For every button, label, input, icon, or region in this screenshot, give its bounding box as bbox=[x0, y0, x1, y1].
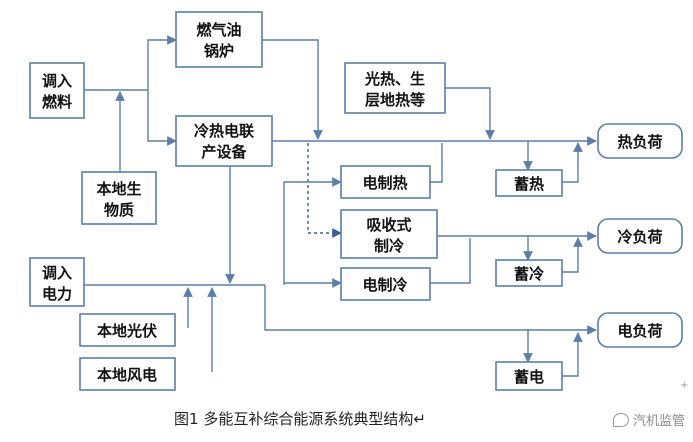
node-electric-heating: 电制热 bbox=[340, 165, 431, 199]
wire-solar-heat bbox=[445, 87, 495, 140]
node-heat-storage: 蓄热 bbox=[495, 169, 563, 197]
wire-boiler-heat bbox=[262, 39, 323, 140]
wire-fuel-boiler bbox=[147, 35, 177, 90]
watermark: 汽机监管 bbox=[612, 410, 685, 429]
wire-elec-store-out bbox=[562, 332, 583, 377]
node-local-wind: 本地风电 bbox=[79, 357, 176, 391]
wire-fuel-cchp bbox=[147, 90, 177, 146]
wire-cool-store-out bbox=[562, 237, 583, 273]
node-label: 产设备 bbox=[201, 143, 247, 161]
node-cchp: 冷热电联 产设备 bbox=[175, 115, 273, 167]
node-label: 冷热电联 bbox=[194, 122, 255, 140]
node-label: 吸收式 bbox=[366, 216, 411, 234]
wire-power-elecheat bbox=[283, 177, 342, 285]
wire-power-elecload bbox=[264, 285, 597, 335]
node-label: 制冷 bbox=[374, 237, 404, 255]
node-elec-load: 电负荷 bbox=[597, 312, 683, 348]
node-label: 调入 bbox=[42, 264, 72, 282]
node-label: 电力 bbox=[42, 285, 72, 303]
node-boiler: 燃气油 锅炉 bbox=[175, 11, 263, 68]
node-label: 蓄冷 bbox=[514, 265, 544, 283]
node-fuel-in: 调入 燃料 bbox=[29, 62, 85, 119]
wire-cchp-absorption bbox=[307, 143, 342, 238]
node-label: 电制热 bbox=[362, 174, 407, 192]
node-label: 调入 bbox=[42, 72, 72, 90]
node-power-in: 调入 电力 bbox=[29, 257, 85, 307]
return-mark: + bbox=[680, 380, 689, 391]
node-label: 电负荷 bbox=[617, 322, 662, 340]
node-solar-geothermal: 光热、生 层地热等 bbox=[344, 62, 446, 114]
node-label: 层地热等 bbox=[365, 91, 425, 109]
node-label: 燃料 bbox=[42, 93, 72, 111]
node-cool-storage: 蓄冷 bbox=[495, 259, 563, 287]
chat-bubble-icon bbox=[612, 412, 629, 427]
node-label: 本地生 bbox=[96, 180, 141, 198]
node-label: 燃气油 bbox=[196, 21, 241, 39]
node-biomass: 本地生 物质 bbox=[81, 171, 157, 225]
node-label: 本地风电 bbox=[97, 366, 157, 384]
node-label: 冷负荷 bbox=[617, 228, 662, 246]
node-label: 物质 bbox=[104, 201, 134, 219]
node-elec-storage: 蓄电 bbox=[495, 361, 563, 391]
node-label: 热负荷 bbox=[617, 133, 662, 151]
node-label: 电制冷 bbox=[362, 276, 407, 294]
wire-elecheat-heat bbox=[430, 143, 443, 183]
node-label: 本地光伏 bbox=[97, 322, 157, 340]
node-label: 光热、生 bbox=[364, 70, 425, 88]
node-label: 锅炉 bbox=[204, 42, 234, 60]
wire-heat-store-out bbox=[562, 142, 583, 183]
figure-caption: 图1 多能互补综合能源系统典型结构↵ bbox=[174, 410, 426, 428]
node-heat-load: 热负荷 bbox=[597, 123, 683, 159]
node-absorption-chiller: 吸收式 制冷 bbox=[340, 209, 438, 259]
node-cool-load: 冷负荷 bbox=[597, 218, 683, 254]
node-local-pv: 本地光伏 bbox=[79, 313, 176, 347]
node-label: 蓄电 bbox=[514, 368, 544, 386]
wire-eleccool-cool bbox=[430, 238, 471, 284]
watermark-text: 汽机监管 bbox=[632, 414, 685, 429]
node-electric-cooling: 电制冷 bbox=[340, 267, 431, 301]
node-label: 蓄热 bbox=[514, 175, 544, 193]
connections bbox=[84, 35, 597, 377]
